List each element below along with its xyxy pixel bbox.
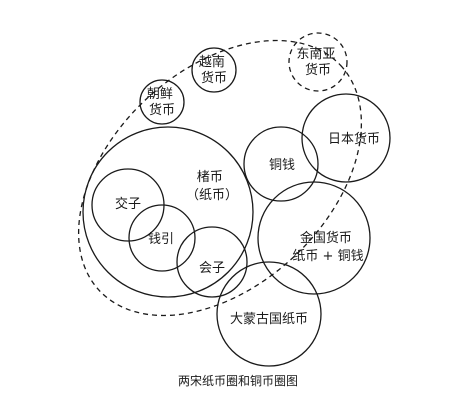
paper-money-label-line1: 楮币 [197, 169, 223, 185]
japan-currency-label: 日本货币 [328, 131, 380, 147]
jin-label-line2: 纸币 + 铜钱 [292, 249, 363, 264]
southeast-asia-label-line2: 货币 [305, 62, 331, 78]
huizi-label: 会子 [199, 261, 225, 276]
vietnam-label-line2: 货币 [201, 70, 227, 86]
jin-label-line1: 金国货币 [300, 230, 352, 246]
japan-currency-circle [301, 93, 391, 183]
qianyin-label: 钱引 [148, 232, 174, 247]
huizi-circle [176, 226, 248, 298]
korea-label-line2: 货币 [149, 102, 175, 118]
korea-label-line1: 朝鲜 [147, 87, 173, 102]
copper-coin-label: 铜钱 [269, 158, 295, 173]
figure-caption: 两宋纸币圈和铜币圈图 [178, 373, 298, 388]
qianyin-circle [128, 204, 196, 272]
copper-coin-circle [243, 126, 319, 202]
southeast-asia-label-line1: 东南亚 [296, 46, 335, 62]
paper-money-label-line2: （纸币） [186, 188, 238, 203]
korea-currency-circle [139, 79, 185, 125]
southeast-asia-currency-label: 东南亚 货币 [296, 46, 339, 78]
mongol-paper-money-label: 大蒙古国纸币 [230, 312, 308, 327]
jin-currency-label: 金国货币 纸币 + 铜钱 [292, 230, 363, 264]
vietnam-currency-label: 越南 货币 [199, 54, 229, 86]
paper-money-label: 楮币 （纸币） [186, 169, 238, 203]
southeast-asia-currency-circle [288, 32, 348, 92]
korea-currency-label: 朝鲜 货币 [147, 87, 177, 118]
paper-money-circle [82, 126, 254, 298]
vietnam-label-line1: 越南 [199, 54, 225, 70]
mongol-paper-money-circle [216, 261, 322, 367]
vietnam-currency-circle [191, 47, 237, 93]
jiaozi-label: 交子 [115, 196, 141, 212]
east-asia-currency-sphere-ellipse [77, 39, 363, 317]
jin-currency-circle [257, 181, 371, 295]
